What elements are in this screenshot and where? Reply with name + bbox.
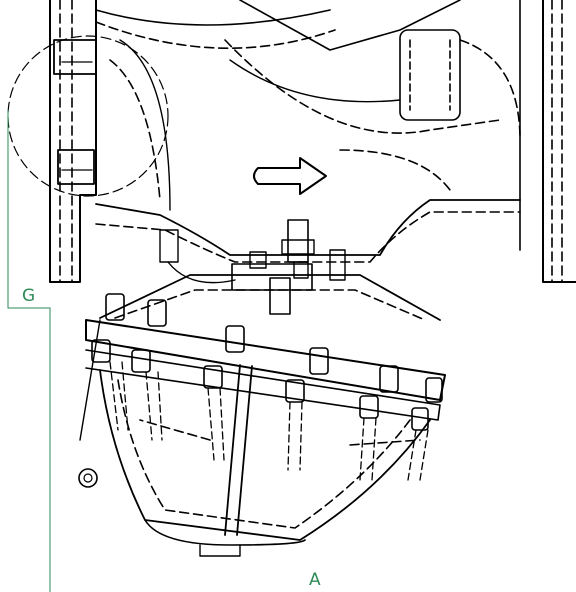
dimension-label-a: A xyxy=(309,570,321,590)
left-flange xyxy=(49,0,97,283)
drain-fitting xyxy=(78,468,98,488)
right-flange xyxy=(519,0,576,283)
dimension-lines xyxy=(7,109,51,592)
detail-circle xyxy=(7,35,169,197)
pilot-fittings xyxy=(159,219,346,315)
actuator xyxy=(78,274,446,557)
flange-bolts xyxy=(91,293,443,431)
dimension-label-g: G xyxy=(22,286,36,306)
flow-direction-arrow-icon xyxy=(253,157,327,195)
bolt-shanks xyxy=(109,361,429,481)
